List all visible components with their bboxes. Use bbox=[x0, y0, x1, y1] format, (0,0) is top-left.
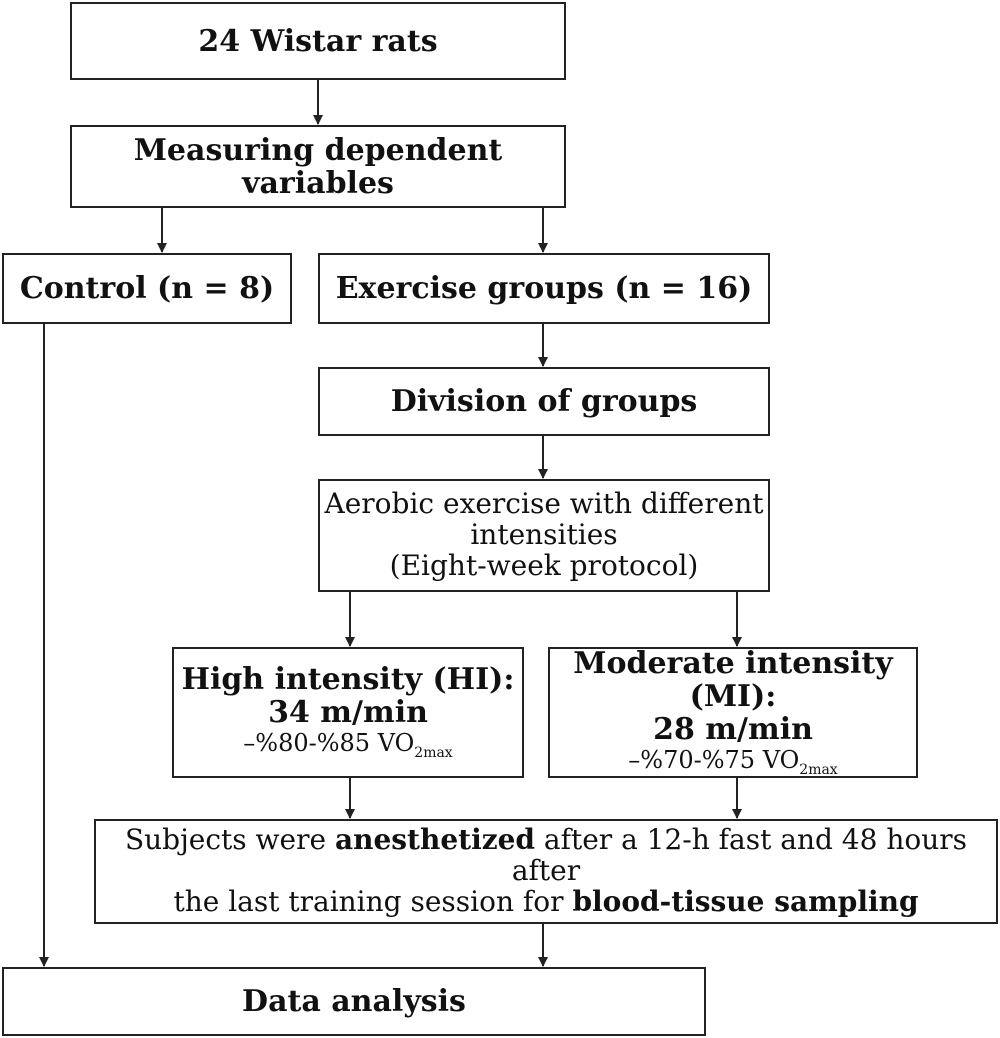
subjects-line-2: the last training session for blood-tiss… bbox=[173, 884, 919, 918]
node-data-analysis: Data analysis bbox=[2, 967, 706, 1036]
node-high-intensity: High intensity (HI): 34 m/min –%80-%85 V… bbox=[172, 647, 524, 778]
node-division-of-groups: Division of groups bbox=[318, 367, 770, 436]
aerobic-line-2: intensities bbox=[470, 518, 618, 552]
node-aerobic-exercise: Aerobic exercise with different intensit… bbox=[318, 479, 770, 592]
node-measuring-label: Measuring dependent variables bbox=[133, 132, 503, 201]
moderate-intensity-speed: 28 m/min bbox=[653, 711, 813, 747]
aerobic-line-3: (Eight-week protocol) bbox=[389, 548, 699, 582]
node-24-wistar-rats: 24 Wistar rats bbox=[70, 2, 566, 80]
node-data-analysis-label: Data analysis bbox=[242, 984, 466, 1019]
subjects-line-1: Subjects were anesthetized after a 12-h … bbox=[124, 823, 968, 888]
moderate-intensity-title: Moderate intensity (MI): bbox=[573, 645, 893, 714]
node-moderate-intensity: Moderate intensity (MI): 28 m/min –%70-%… bbox=[548, 647, 918, 778]
node-exercise-groups: Exercise groups (n = 16) bbox=[318, 253, 770, 324]
high-intensity-title: High intensity (HI): bbox=[181, 662, 515, 698]
node-control-label: Control (n = 8) bbox=[19, 271, 275, 306]
node-division-label: Division of groups bbox=[390, 384, 698, 419]
moderate-intensity-vo2: –%70-%75 VO2max bbox=[628, 745, 838, 778]
high-intensity-vo2: –%80-%85 VO2max bbox=[243, 729, 453, 762]
node-measuring-dependent-variables: Measuring dependent variables bbox=[70, 125, 566, 208]
node-subjects-anesthetized: Subjects were anesthetized after a 12-h … bbox=[94, 819, 998, 924]
high-intensity-speed: 34 m/min bbox=[268, 695, 428, 731]
node-exercise-label: Exercise groups (n = 16) bbox=[335, 271, 753, 306]
aerobic-line-1: Aerobic exercise with different bbox=[324, 487, 764, 521]
node-control: Control (n = 8) bbox=[2, 253, 292, 324]
node-24-wistar-rats-label: 24 Wistar rats bbox=[198, 23, 438, 59]
